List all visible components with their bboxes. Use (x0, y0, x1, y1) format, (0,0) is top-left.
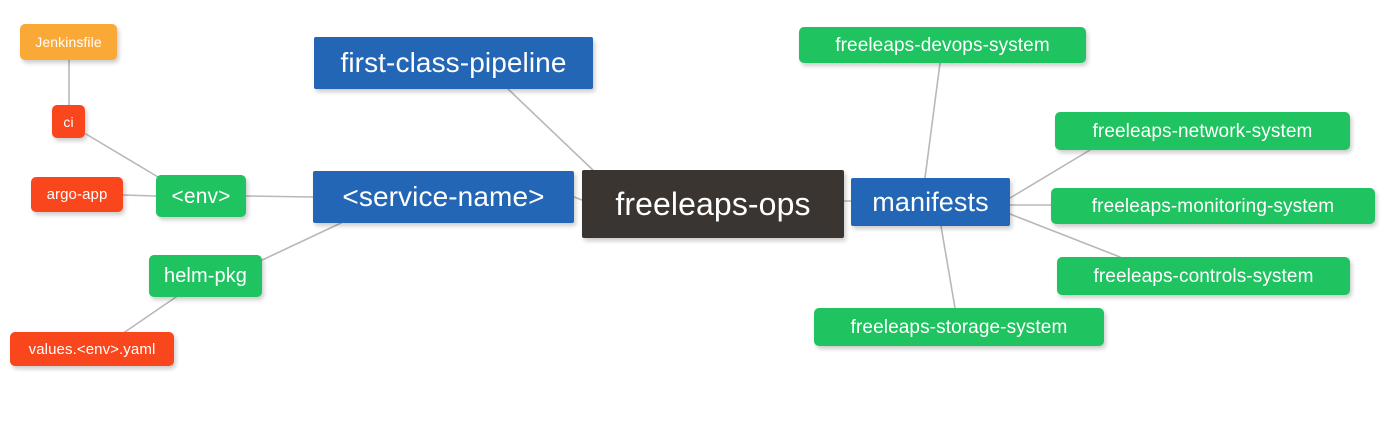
node-storage-system[interactable]: freeleaps-storage-system (814, 308, 1104, 346)
node-devops-system[interactable]: freeleaps-devops-system (799, 27, 1086, 63)
node-env[interactable]: <env> (156, 175, 246, 217)
node-label: freeleaps-ops (615, 186, 811, 222)
node-label: first-class-pipeline (340, 47, 567, 78)
node-label: freeleaps-controls-system (1093, 265, 1314, 287)
node-label: <service-name> (342, 181, 545, 212)
node-label: freeleaps-network-system (1092, 120, 1313, 142)
node-argo-app[interactable]: argo-app (31, 177, 123, 212)
node-freeleaps-ops[interactable]: freeleaps-ops (582, 170, 844, 238)
node-label: <env> (171, 184, 231, 208)
node-helm-pkg[interactable]: helm-pkg (149, 255, 262, 297)
edge-e-manifests-network (1009, 149, 1091, 199)
edge-e-manifests-controls (1009, 213, 1121, 258)
node-ci[interactable]: ci (52, 105, 85, 138)
edge-e-pipeline-ops (507, 88, 597, 174)
edge-e-argoapp-env (122, 194, 157, 197)
edge-e-servicename-helmpkg (257, 222, 342, 263)
node-network-system[interactable]: freeleaps-network-system (1055, 112, 1350, 150)
node-label: freeleaps-storage-system (850, 316, 1068, 338)
node-label: Jenkinsfile (35, 34, 102, 50)
edge-e-env-servicename (245, 195, 314, 198)
edge-e-helmpkg-valuesyaml (121, 296, 177, 335)
node-controls-system[interactable]: freeleaps-controls-system (1057, 257, 1350, 295)
node-label: helm-pkg (163, 265, 248, 287)
node-label: freeleaps-monitoring-system (1091, 195, 1335, 217)
node-label: ci (63, 113, 74, 130)
node-monitoring-system[interactable]: freeleaps-monitoring-system (1051, 188, 1375, 224)
edge-e-servicename-ops (573, 196, 583, 201)
edge-e-devops-manifests (924, 62, 941, 179)
node-jenkinsfile[interactable]: Jenkinsfile (20, 24, 117, 60)
edge-e-manifests-storage (940, 225, 956, 309)
node-first-class-pipeline[interactable]: first-class-pipeline (314, 37, 593, 89)
node-label: freeleaps-devops-system (835, 34, 1050, 56)
node-service-name[interactable]: <service-name> (313, 171, 574, 223)
edge-e-ci-env (85, 133, 159, 178)
node-label: values.<env>.yaml (28, 340, 156, 358)
node-manifests[interactable]: manifests (851, 178, 1010, 226)
node-label: argo-app (46, 186, 108, 203)
node-values-yaml[interactable]: values.<env>.yaml (10, 332, 174, 366)
node-label: manifests (872, 186, 989, 217)
